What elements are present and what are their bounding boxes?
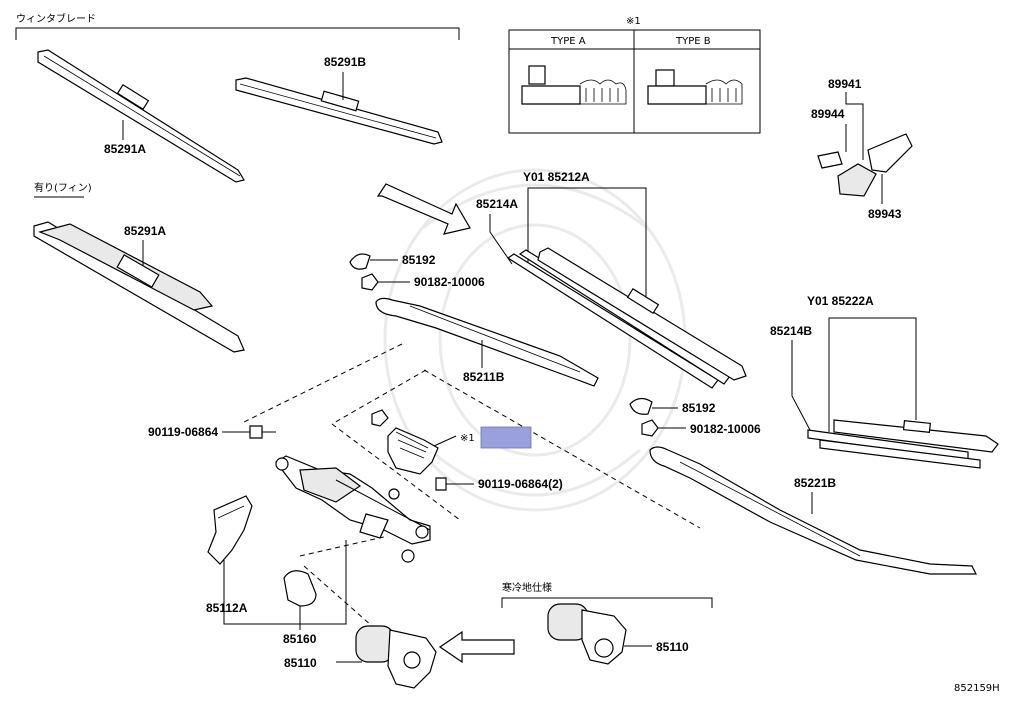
label-85291A-top: 85291A xyxy=(104,142,146,156)
highlighted-part-number[interactable] xyxy=(480,426,532,449)
nut-90182-top[interactable]: 90182-10006 xyxy=(361,273,485,291)
direction-arrow-bottom xyxy=(438,630,515,664)
blade-85291A-fin[interactable]: 85291A xyxy=(33,221,245,353)
mark1-part-group[interactable]: ※1 xyxy=(371,409,532,475)
note-mark: ※1 xyxy=(626,16,641,27)
cap-85192-top[interactable]: 85192 xyxy=(349,253,436,270)
wiper-blade-section: ウィンタブレード xyxy=(15,12,460,40)
type-b-label: TYPE B xyxy=(675,36,711,47)
with-fin-section: 有り(フィン) xyxy=(34,181,92,198)
label-85192-top: 85192 xyxy=(402,253,436,267)
label-90182-right: 90182-10006 xyxy=(690,422,761,436)
label-89943: 89943 xyxy=(868,207,902,221)
label-90119-mid: 90119-06864(2) xyxy=(478,477,563,491)
type-a-label: TYPE A xyxy=(550,36,586,47)
dashed-guide-lines xyxy=(243,343,701,627)
motor-85110-right[interactable]: 85110 xyxy=(547,603,689,665)
bolt-90119-mid[interactable]: 90119-06864(2) xyxy=(435,477,563,491)
label-89944: 89944 xyxy=(811,107,845,121)
label-85214B: 85214B xyxy=(770,324,812,338)
cover-85160[interactable]: 85160 xyxy=(283,570,317,646)
label-85222A: Y01 85222A xyxy=(807,294,874,308)
blade-85291B[interactable]: 85291B xyxy=(235,55,443,145)
label-90182-top: 90182-10006 xyxy=(414,275,485,289)
label-85291B: 85291B xyxy=(324,55,366,69)
cap-85192-right[interactable]: 85192 xyxy=(629,397,716,415)
label-89941: 89941 xyxy=(828,77,862,91)
label-85214A: 85214A xyxy=(476,197,518,211)
label-85192-right: 85192 xyxy=(682,401,716,415)
section-label-wiper-blade: ウィンタブレード xyxy=(16,12,96,25)
arm-85211B[interactable]: 85211B xyxy=(375,297,599,387)
label-85212A: Y01 85212A xyxy=(523,170,590,184)
label-90119-left: 90119-06864 xyxy=(148,425,218,439)
nut-90182-right[interactable]: 90182-10006 xyxy=(641,419,761,437)
label-85112A: 85112A xyxy=(206,601,248,615)
type-b-drawing xyxy=(647,69,743,105)
motor-85110-left[interactable]: 85110 xyxy=(284,625,437,689)
bracket-85112A[interactable]: 85112A xyxy=(206,495,347,625)
blade-85222A-group[interactable]: Y01 85222A 85214B xyxy=(770,294,999,469)
label-85211B: 85211B xyxy=(463,370,505,384)
label-mark1: ※1 xyxy=(460,433,475,444)
type-a-drawing xyxy=(521,65,627,105)
type-note-box: ※1 TYPE A TYPE B xyxy=(508,16,761,134)
parts-89941-group[interactable]: 89941 89944 89943 xyxy=(811,77,913,221)
direction-arrow-top xyxy=(376,183,471,235)
label-85291A-fin: 85291A xyxy=(124,224,166,238)
blade-85291A-top[interactable]: 85291A xyxy=(37,49,245,183)
bolt-90119-left[interactable]: 90119-06864 xyxy=(148,425,276,439)
diagram-code: 852159H xyxy=(954,683,1000,694)
section-label-with-fin: 有り(フィン) xyxy=(34,181,92,194)
blade-85212A-group[interactable]: Y01 85212A 85214A xyxy=(476,170,747,389)
label-85110-right: 85110 xyxy=(656,640,689,654)
section-label-cold-spec: 寒冷地仕様 xyxy=(502,581,552,594)
label-85221B: 85221B xyxy=(794,476,836,490)
cold-spec-section: 寒冷地仕様 xyxy=(501,581,713,608)
wiper-link-assembly[interactable] xyxy=(275,455,431,563)
arm-85221B[interactable]: 85221B xyxy=(649,446,977,575)
label-85160: 85160 xyxy=(283,632,317,646)
label-85110-left: 85110 xyxy=(284,656,317,670)
